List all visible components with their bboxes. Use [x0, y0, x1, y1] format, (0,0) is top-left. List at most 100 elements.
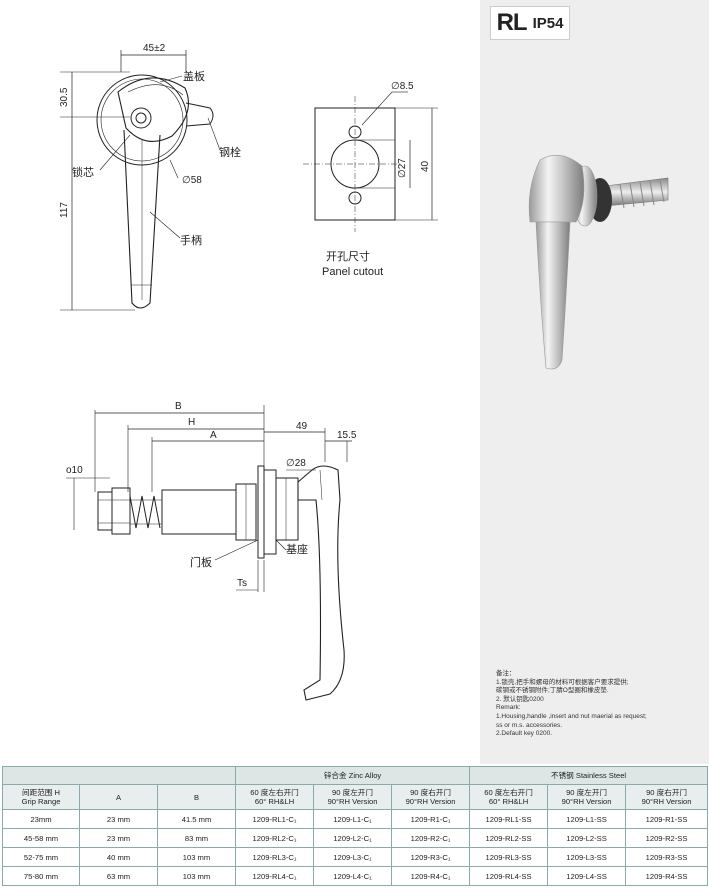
table-cell: 1209-RL1-C₁	[235, 809, 315, 829]
cutout-title-cn: 开孔尺寸	[326, 249, 370, 263]
table-cell: 103 mm	[156, 866, 237, 886]
dim-d10: o10	[66, 465, 83, 476]
ss-header: 不锈钢 Stainless Steel	[469, 766, 709, 785]
table-cell: 83 mm	[156, 828, 237, 848]
label-base: 基座	[286, 542, 308, 556]
table-cell: 1209-R4-SS	[625, 866, 709, 886]
remark-line: 2. 默认钥匙0200	[496, 695, 544, 703]
table-cell: 40 mm	[79, 847, 158, 867]
column-header-line: B	[193, 792, 200, 802]
side-view	[66, 405, 352, 701]
column-header-line: 90°RH Version	[641, 797, 692, 806]
column-header-line: 90 度左开门	[332, 788, 373, 797]
column-header: B	[156, 784, 237, 810]
label-handle: 手柄	[180, 233, 202, 247]
remark-line: 1.锁壳,把手和螺母的材料可根据客户要求提供;	[496, 678, 629, 686]
column-header-line: 90°RH Version	[327, 797, 378, 806]
cutout-title-en: Panel cutout	[322, 266, 383, 278]
table-cell: 1209-RL2-C₁	[235, 828, 315, 848]
table-cell: 1209-RL2-SS	[469, 828, 549, 848]
table-cell: 1209-L1-C₁	[313, 809, 393, 829]
dim-ts: Ts	[237, 578, 247, 589]
table-cell: 1209-L1-SS	[547, 809, 627, 829]
dim-b: B	[175, 401, 182, 412]
remark-line: 2.Default key 0200.	[496, 730, 553, 738]
table-cell: 1209-R1-C₁	[391, 809, 471, 829]
table-cell: 1209-L3-SS	[547, 847, 627, 867]
table-cell: 1209-R4-C₁	[391, 866, 471, 886]
label-cover: 盖板	[183, 69, 205, 83]
table-cell: 1209-RL3-C₁	[235, 847, 315, 867]
dim-inner: ∅27	[397, 158, 408, 178]
column-header-line: 60° RH&LH	[488, 797, 529, 806]
dim-a: A	[210, 430, 217, 441]
table-cell: 1209-L3-C₁	[313, 847, 393, 867]
column-header-line: 90 度左开门	[566, 788, 608, 797]
dim-15: 15.5	[337, 430, 357, 441]
remark-line: Remark:	[496, 704, 521, 712]
table-cell: 1209-RL3-SS	[469, 847, 549, 867]
table-cell: 1209-R2-SS	[625, 828, 709, 848]
column-header: A	[79, 784, 158, 810]
column-header-line: 90 度右开门	[646, 788, 688, 797]
column-header-line: 60 度左右开门	[484, 788, 533, 797]
panel-cutout	[303, 91, 438, 232]
column-header-line: A	[115, 792, 122, 802]
label-core: 锁芯	[72, 165, 94, 179]
table-cell: 1209-L4-SS	[547, 866, 627, 886]
ip-rating: IP54	[532, 14, 564, 32]
column-header-line: 90 度右开门	[410, 788, 451, 797]
product-code: RL	[496, 9, 528, 36]
table-cell: 23 mm	[79, 809, 158, 829]
front-view	[60, 50, 221, 311]
column-header-line: 90°RH Version	[405, 797, 456, 806]
table-cell: 1209-RL4-SS	[469, 866, 549, 886]
table-cell: 1209-RL4-C₁	[235, 866, 315, 886]
remark-line: 备注：	[496, 670, 516, 677]
product-code-badge: RL IP54	[490, 6, 570, 40]
dim-d28: ∅28	[286, 458, 306, 469]
remark-line: 碳钢或不锈钢附件;丁腈O型圈和橡皮垫.	[496, 687, 609, 695]
table-cell: 1209-L2-SS	[547, 828, 627, 848]
dim-h: H	[188, 417, 195, 428]
dim-diameter: ∅58	[182, 175, 202, 186]
zinc-header: 锌合金 Zinc Alloy	[235, 766, 471, 785]
table-cell: 103 mm	[156, 847, 237, 867]
remark-line: 1.Housing,handle ,insert and nut maerial…	[496, 712, 647, 720]
table-cell: 45-58 mm	[2, 828, 80, 848]
dim-height-total: 117	[59, 202, 70, 218]
column-header-line: 60 度左右开门	[250, 788, 299, 797]
column-header-line: 间距范围 H	[22, 788, 60, 797]
table-cell: 41.5 mm	[156, 809, 237, 829]
dim-49: 49	[296, 421, 308, 432]
dim-height-top: 30.5	[59, 87, 70, 107]
table-cell: 1209-L4-C₁	[313, 866, 393, 886]
column-header-line: 90°RH Version	[561, 797, 612, 806]
table-cell: 75-80 mm	[2, 866, 80, 886]
product-photo	[528, 154, 669, 370]
product-sidebar	[480, 0, 709, 764]
dim-hole: ∅8.5	[391, 81, 414, 92]
column-header-line: 60° RH&LH	[254, 797, 295, 806]
table-cell: 1209-R3-SS	[625, 847, 709, 867]
column-header-line: Grip Range	[21, 797, 61, 806]
table-cell: 63 mm	[79, 866, 158, 886]
table-cell: 23 mm	[79, 828, 158, 848]
remark-line: ss or m.s. accessories.	[496, 721, 563, 729]
table-cell: 1209-R2-C₁	[391, 828, 471, 848]
technical-drawing: 45±2 30.5 117 ∅58 盖板 钢栓 锁芯 手柄 ∅8.5 ∅27 4…	[59, 43, 669, 701]
table-cell: 23mm	[2, 809, 80, 829]
table-cell: 1209-L2-C₁	[313, 828, 393, 848]
table-cell: 52-75 mm	[2, 847, 80, 867]
dim-outer: 40	[420, 160, 431, 172]
